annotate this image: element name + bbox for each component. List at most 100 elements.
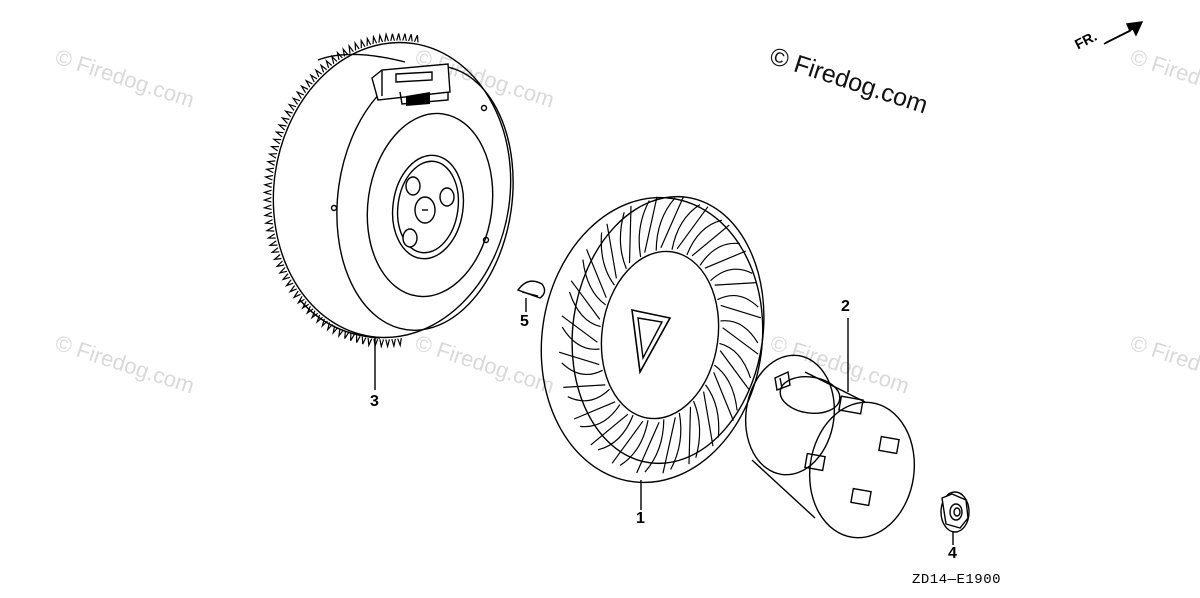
fan-vane-edge bbox=[570, 280, 601, 320]
gear-tooth bbox=[314, 68, 323, 78]
gear-tooth bbox=[263, 219, 274, 225]
gear-tooth bbox=[270, 247, 280, 254]
gear-tooth bbox=[304, 79, 313, 88]
gear-tooth bbox=[269, 146, 279, 152]
gear-tooth bbox=[278, 267, 288, 274]
callout-1: 1 bbox=[636, 510, 645, 527]
gear-tooth bbox=[287, 103, 297, 111]
gear-tooth bbox=[266, 233, 276, 239]
gear-tooth bbox=[274, 131, 284, 138]
gear-tooth bbox=[332, 325, 339, 336]
fan-vane-edge bbox=[590, 413, 629, 446]
fan-vane bbox=[686, 219, 723, 256]
fan-vane-edge bbox=[573, 401, 616, 420]
gear-tooth bbox=[390, 33, 395, 42]
gear-tooth bbox=[264, 167, 275, 174]
fan-vane bbox=[644, 419, 665, 473]
gear-tooth bbox=[413, 34, 419, 43]
fan-vane bbox=[600, 232, 615, 286]
fan-vane-edge bbox=[563, 384, 606, 388]
fan-vane-edge bbox=[662, 417, 676, 474]
fan-vane-edge bbox=[611, 420, 644, 464]
gear-tooth bbox=[356, 335, 361, 343]
gear-tooth bbox=[402, 33, 407, 41]
fan-vane bbox=[719, 342, 752, 379]
gear-tooth bbox=[262, 189, 272, 196]
fan-vane bbox=[638, 200, 650, 258]
fan-vane bbox=[705, 384, 720, 438]
cooling-fan-drawing bbox=[540, 195, 765, 484]
fan-vane-edge bbox=[713, 372, 734, 421]
fan-vane bbox=[582, 259, 607, 306]
gear-tooth bbox=[354, 40, 360, 51]
callout-2: 2 bbox=[841, 298, 850, 315]
callout-3: 3 bbox=[370, 393, 379, 410]
gear-tooth bbox=[300, 84, 309, 94]
gear-tooth bbox=[396, 33, 401, 41]
gear-tooth bbox=[295, 90, 305, 99]
gear-tooth bbox=[378, 33, 384, 43]
fan-vane-edge bbox=[703, 391, 714, 447]
gear-tooth bbox=[266, 160, 276, 166]
fan-vane bbox=[567, 388, 610, 402]
gear-tooth bbox=[361, 336, 367, 345]
gear-tooth bbox=[284, 279, 294, 287]
fan-vane bbox=[699, 242, 740, 266]
gear-tooth bbox=[385, 339, 390, 349]
flywheel-drawing bbox=[262, 32, 514, 349]
gear-tooth bbox=[379, 339, 385, 349]
fan-vane-edge bbox=[558, 351, 600, 366]
callout-5: 5 bbox=[520, 313, 529, 330]
fan-vane bbox=[619, 212, 627, 270]
gear-tooth bbox=[337, 328, 344, 339]
gear-tooth bbox=[272, 254, 282, 261]
gear-tooth bbox=[319, 63, 327, 73]
gear-tooth bbox=[268, 240, 278, 246]
fan-vane bbox=[580, 404, 621, 428]
fan-vane bbox=[693, 400, 701, 458]
fan-vane bbox=[713, 364, 738, 411]
gear-tooth bbox=[292, 290, 301, 299]
fan-vane-edge bbox=[722, 327, 759, 355]
gear-tooth bbox=[288, 285, 297, 293]
gear-tooth bbox=[360, 38, 366, 49]
starter-cup-drawing bbox=[744, 354, 916, 539]
woodruff-key-drawing bbox=[516, 280, 546, 299]
fan-vane-edge bbox=[720, 304, 762, 319]
diagram-code: ZD14—E1900 bbox=[912, 572, 1002, 588]
fan-vane bbox=[717, 294, 759, 308]
gear-tooth bbox=[391, 338, 396, 349]
flange-nut-drawing bbox=[940, 491, 970, 533]
gear-tooth bbox=[408, 33, 413, 42]
gear-tooth bbox=[325, 58, 333, 69]
gear-tooth bbox=[280, 117, 290, 124]
gear-tooth bbox=[397, 337, 402, 348]
gear-tooth bbox=[277, 124, 287, 131]
gear-tooth bbox=[267, 153, 278, 159]
gear-tooth bbox=[350, 333, 355, 342]
gear-tooth bbox=[281, 273, 291, 281]
fan-vane-edge bbox=[561, 315, 598, 343]
fan-vane-edge bbox=[644, 196, 658, 253]
gear-tooth bbox=[372, 34, 378, 45]
gear-tooth bbox=[291, 97, 301, 105]
front-direction-arrow bbox=[1103, 21, 1144, 45]
fan-vane-edge bbox=[719, 350, 750, 390]
fan-vane-edge bbox=[691, 224, 730, 257]
gear-tooth bbox=[384, 32, 389, 42]
fan-vane bbox=[561, 326, 600, 350]
gear-tooth bbox=[263, 174, 274, 181]
fan-vane bbox=[597, 414, 634, 451]
gear-tooth bbox=[367, 338, 373, 348]
gear-tooth bbox=[348, 43, 354, 54]
gear-tooth bbox=[301, 301, 310, 310]
gear-tooth bbox=[262, 182, 273, 188]
fan-vane bbox=[720, 320, 759, 344]
callout-4: 4 bbox=[948, 545, 957, 562]
fan-vane-edge bbox=[704, 250, 747, 269]
gear-tooth bbox=[305, 305, 314, 315]
fan-vane-edge bbox=[606, 223, 617, 279]
gear-tooth bbox=[272, 138, 282, 145]
